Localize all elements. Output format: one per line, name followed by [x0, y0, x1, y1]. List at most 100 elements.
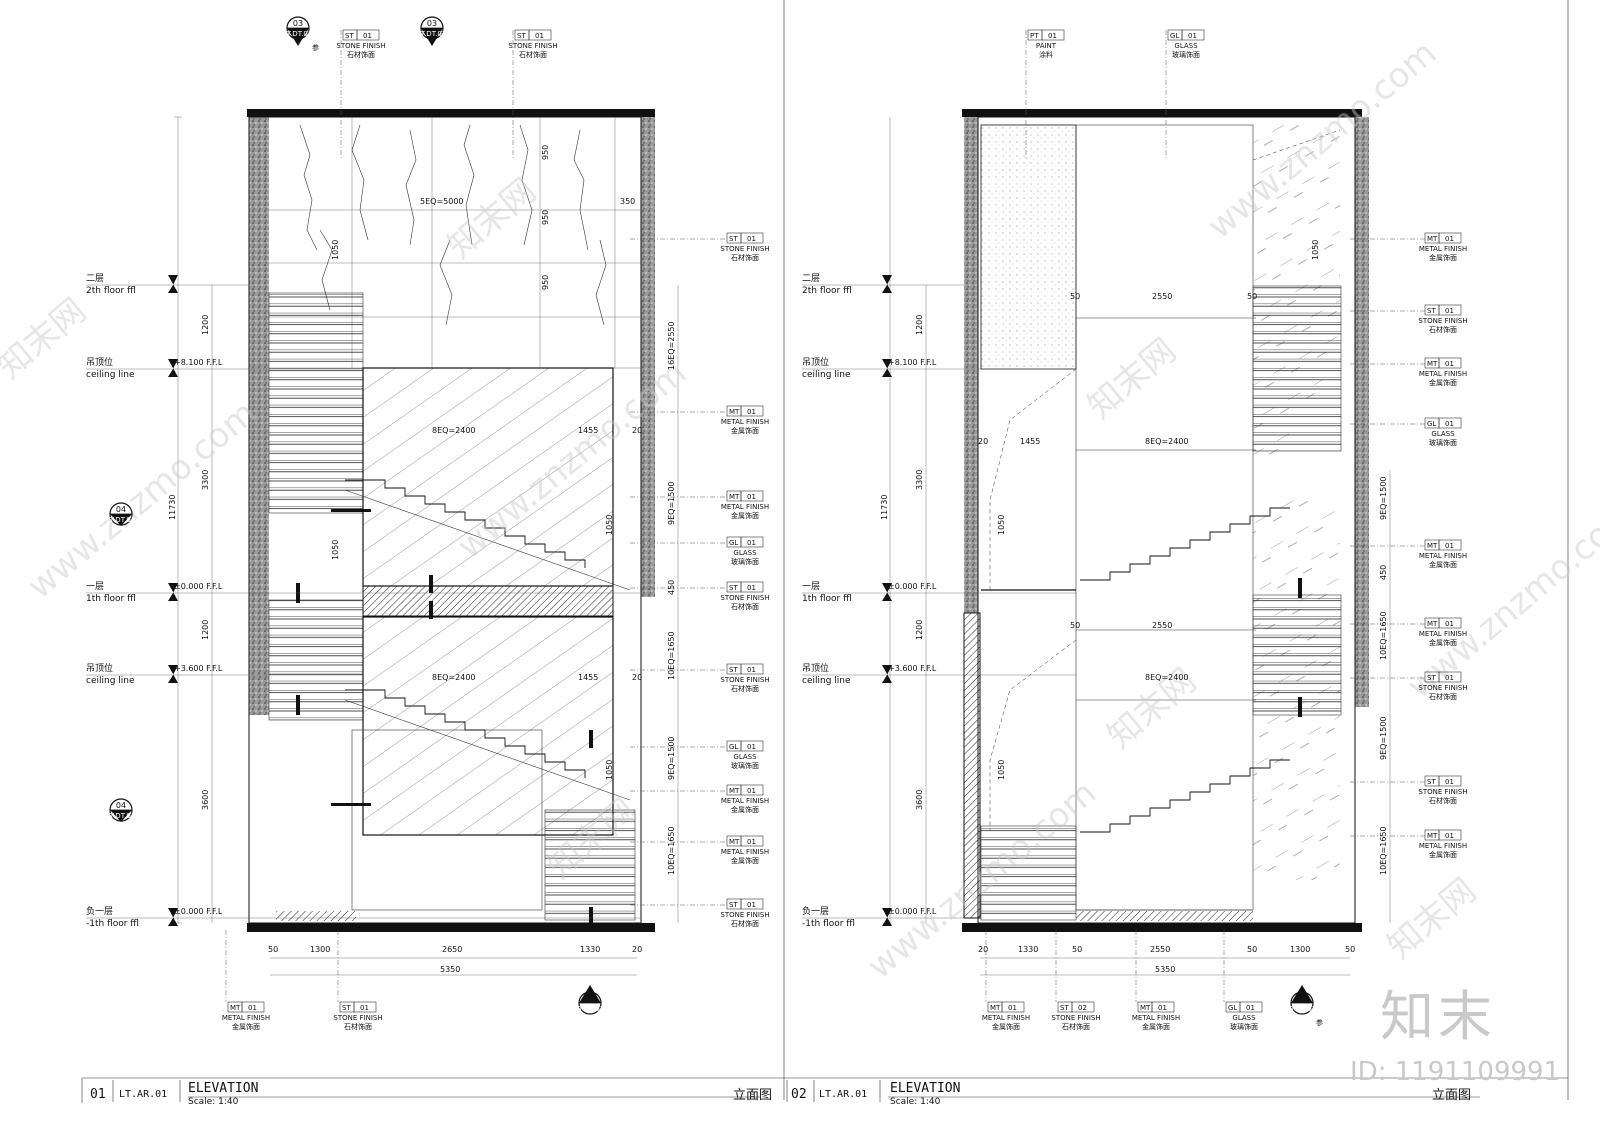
panel-01-title-cn: 立面图: [733, 1088, 772, 1103]
tag-number: 01: [747, 539, 756, 547]
dimension-label-inner: 1050: [331, 540, 340, 560]
tag-code: ST: [729, 584, 738, 592]
tag-name-en: METAL FINISH: [721, 797, 769, 805]
dimension-label-bottom: 1330: [580, 945, 600, 954]
tag-number: 01: [1445, 832, 1454, 840]
tag-number: 01: [1188, 32, 1197, 40]
tag-name-en: GLASS: [733, 549, 757, 557]
tag-code: ST: [729, 901, 738, 909]
level-datum-symbol: [882, 665, 892, 683]
tag-name-cn: 石材饰面: [344, 1022, 372, 1031]
tag-number: 01: [747, 408, 756, 416]
tag-name-cn: 金属饰面: [731, 511, 759, 520]
dimension-label-inner: 50: [1247, 292, 1257, 301]
tag-number: 01: [747, 493, 756, 501]
tag-name-en: METAL FINISH: [1419, 245, 1467, 253]
watermark-text: 知末网: [0, 291, 94, 387]
tag-name-cn: 金属饰面: [232, 1022, 260, 1031]
tag-name-en: STONE FINISH: [333, 1014, 382, 1022]
dimension-label-inner: 20: [632, 673, 642, 682]
dimension-label-right: 10EQ=1650: [1379, 611, 1388, 660]
tag-name-en: STONE FINISH: [1051, 1014, 1100, 1022]
title-block-02: 02 LT.AR.01 ELEVATION Scale: 1:40 立面图: [786, 1080, 1480, 1107]
dimension-label-right: 16EQ=2550: [667, 321, 676, 370]
level-elevation: ±0.000 F.F.L: [888, 907, 937, 916]
dimension-label-bottom: 50: [1072, 945, 1082, 954]
tag-name-cn: 玻璃饰面: [1230, 1022, 1258, 1031]
tag-name-en: METAL FINISH: [1419, 842, 1467, 850]
tag-code: ST: [1427, 778, 1436, 786]
level-name-en: 1th floor ffl: [86, 594, 136, 604]
tag-code: MT: [729, 838, 740, 846]
tag-name-en: GLASS: [1174, 42, 1198, 50]
title-block-01: 01 LT.AR.01 ELEVATION Scale: 1:40 立面图: [90, 1080, 772, 1107]
tag-name-cn: 石材饰面: [1429, 796, 1457, 805]
image-id-label: ID: 1191109991: [1350, 1057, 1560, 1087]
panel-01-scale: Scale: 1:40: [188, 1097, 239, 1107]
dimension-label-right: 10EQ=1650: [667, 631, 676, 680]
dimension-label-inner: 1050: [997, 760, 1006, 780]
tag-name-cn: 金属饰面: [1142, 1022, 1170, 1031]
dimension-label-left: 1200: [915, 315, 924, 335]
dimension-label-inner: 1050: [605, 760, 614, 780]
dimension-label-bottom: 50: [1345, 945, 1355, 954]
dimension-label-inner: 950: [541, 275, 550, 290]
tag-number: 01: [747, 743, 756, 751]
tag-name-cn: 金属饰面: [731, 426, 759, 435]
tag-name-en: STONE FINISH: [1418, 684, 1467, 692]
tag-name-cn: 涂料: [1039, 50, 1053, 59]
tag-name-en: STONE FINISH: [720, 245, 769, 253]
dimension-label-right: 9EQ=1500: [667, 481, 676, 525]
dimension-label-bottom: 50: [268, 945, 278, 954]
tag-name-cn: 金属饰面: [1429, 638, 1457, 647]
dimension-label-right: 10EQ=1650: [667, 826, 676, 875]
watermark-text: 知末网: [440, 171, 544, 267]
tag-number: 01: [1445, 778, 1454, 786]
section-reference: LT.DT.02: [1288, 1005, 1317, 1013]
tag-name-en: METAL FINISH: [982, 1014, 1030, 1022]
tag-number: 01: [535, 32, 544, 40]
watermark-text: 知末网: [1080, 331, 1184, 427]
tag-code: MT: [230, 1004, 241, 1012]
tag-name-cn: 石材饰面: [1062, 1022, 1090, 1031]
dimension-label-inner: 950: [541, 145, 550, 160]
tag-code: ST: [1427, 674, 1436, 682]
level-name-en: 2th floor ffl: [802, 286, 852, 296]
dimension-label-right: 10EQ=1650: [1379, 826, 1388, 875]
dimension-label-left: 1200: [201, 620, 210, 640]
tag-number: 01: [747, 584, 756, 592]
level-name-cn: 吊顶位: [802, 356, 829, 368]
dimension-label-bottom: 1330: [1018, 945, 1038, 954]
tag-name-en: STONE FINISH: [720, 911, 769, 919]
tag-code: MT: [1427, 542, 1438, 550]
tag-number: 01: [747, 838, 756, 846]
dimension-label-inner: 950: [541, 210, 550, 225]
tag-name-en: STONE FINISH: [1418, 317, 1467, 325]
tag-code: GL: [1170, 32, 1179, 40]
tag-code: MT: [1427, 360, 1438, 368]
tag-name-en: METAL FINISH: [721, 503, 769, 511]
tag-code: GL: [1228, 1004, 1237, 1012]
dimension-label-inner: 8EQ=2400: [1145, 437, 1189, 446]
tag-number: 01: [1445, 420, 1454, 428]
tag-code: MT: [729, 787, 740, 795]
tag-name-cn: 金属饰面: [992, 1022, 1020, 1031]
level-elevation: +8.100 F.F.L: [888, 358, 937, 367]
level-name-en: ceiling line: [802, 676, 851, 686]
